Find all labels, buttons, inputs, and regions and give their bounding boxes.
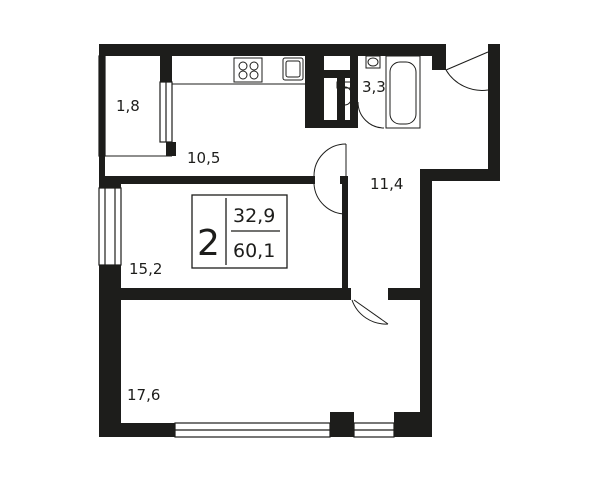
living-room-area: 17,6: [127, 386, 160, 404]
washbasin-icon: [365, 55, 381, 69]
bedroom-area: 15,2: [129, 260, 162, 278]
rooms-count: 2: [197, 223, 220, 264]
balcony-area: 1,8: [116, 97, 140, 115]
walls: [99, 44, 500, 437]
kitchen-fixtures: [172, 57, 305, 85]
kitchen-area: 10,5: [187, 149, 220, 167]
doors: [313, 51, 489, 325]
windows: [98, 55, 395, 438]
hall-area: 11,4: [370, 175, 403, 193]
sink-icon: [282, 57, 304, 81]
stove-icon: [233, 57, 263, 83]
bathroom-fixtures: [336, 55, 421, 129]
toilet-icon: [336, 81, 354, 89]
living-area: 32,9: [233, 205, 275, 227]
bathroom-area: 3,3: [362, 78, 386, 96]
summary-badge: 2 32,9 60,1: [191, 194, 288, 269]
total-area: 60,1: [233, 240, 275, 262]
